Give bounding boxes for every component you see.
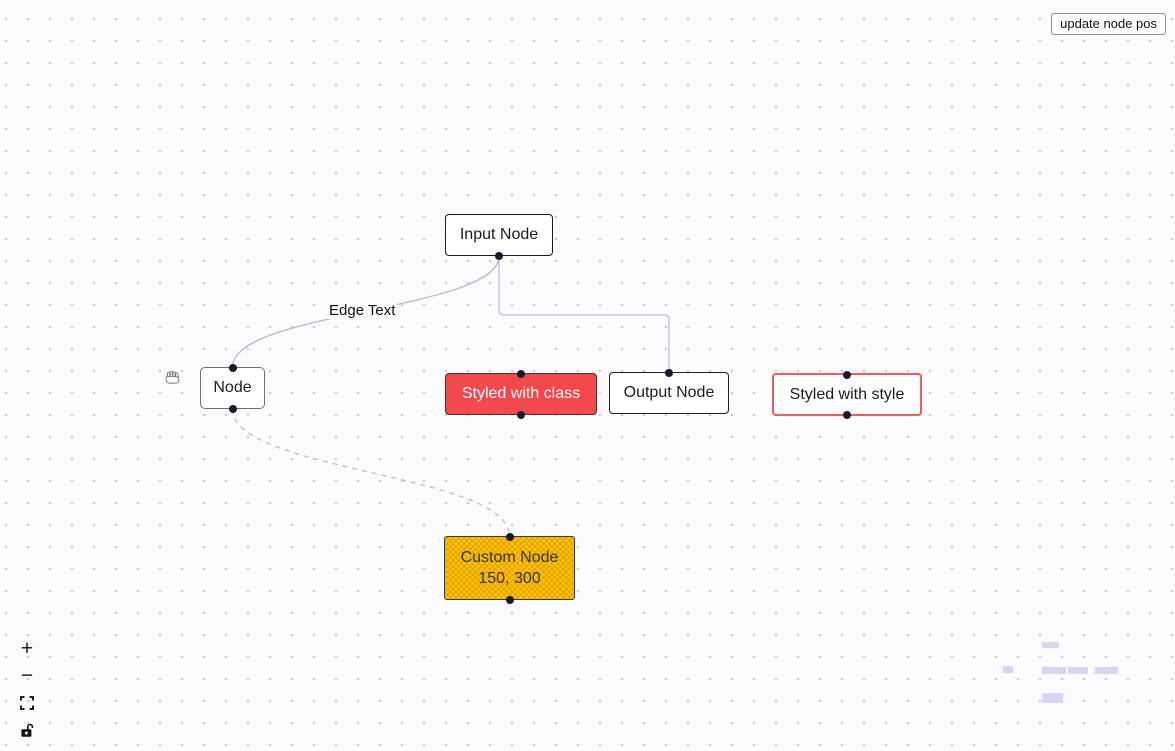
default-node-label: Node xyxy=(213,379,252,396)
update-node-pos-button[interactable]: update node pos xyxy=(1051,13,1166,35)
output-node[interactable]: Output Node xyxy=(609,368,729,414)
fit-view-corners-icon xyxy=(20,696,34,710)
edge-text-label: Edge Text xyxy=(327,302,398,319)
minimap-node-custom xyxy=(1042,693,1063,703)
target-handle-icon[interactable] xyxy=(228,363,237,372)
styled-with-style-node[interactable]: Styled with style xyxy=(772,370,922,419)
source-handle-icon[interactable] xyxy=(505,595,514,604)
source-handle-icon[interactable] xyxy=(843,410,851,419)
styled-with-style-label: Styled with style xyxy=(789,385,905,403)
output-node-label: Output Node xyxy=(623,384,715,401)
minimap-node-output xyxy=(1068,667,1088,674)
target-handle-icon[interactable] xyxy=(517,369,525,378)
minimap-node-input xyxy=(1042,642,1059,648)
input-node-label: Input Node xyxy=(459,226,539,243)
edge-input-to-output[interactable] xyxy=(498,256,670,372)
input-node[interactable]: Input Node xyxy=(445,214,553,260)
lock-interactivity-button[interactable] xyxy=(18,721,36,739)
minimap-node-styled-class xyxy=(1042,667,1066,674)
fit-view-button[interactable] xyxy=(18,694,36,712)
unlock-icon xyxy=(21,723,34,737)
target-handle-icon[interactable] xyxy=(505,532,514,541)
target-handle-icon[interactable] xyxy=(843,370,851,379)
styled-with-class-node[interactable]: Styled with class xyxy=(445,369,597,419)
minimap-node-styled-style xyxy=(1095,667,1118,674)
source-handle-icon[interactable] xyxy=(495,251,503,260)
custom-node[interactable]: Custom Node 150, 300 xyxy=(444,532,575,604)
styled-with-class-label: Styled with class xyxy=(461,385,581,402)
minimap-node-default xyxy=(1003,666,1013,673)
source-handle-icon[interactable] xyxy=(228,404,237,413)
zoom-out-button[interactable]: − xyxy=(20,664,34,687)
zoom-in-button[interactable]: + xyxy=(20,637,34,660)
source-handle-icon[interactable] xyxy=(517,410,525,419)
grab-hand-cursor-icon xyxy=(165,370,180,384)
minimap[interactable] xyxy=(960,586,1160,736)
flow-controls: + − xyxy=(18,637,38,748)
custom-node-coords: 150, 300 xyxy=(478,570,541,587)
default-node[interactable]: Node xyxy=(200,363,265,413)
edge-node-to-custom[interactable] xyxy=(231,408,511,537)
target-handle-icon[interactable] xyxy=(665,368,673,377)
custom-node-label: Custom Node xyxy=(460,549,559,566)
